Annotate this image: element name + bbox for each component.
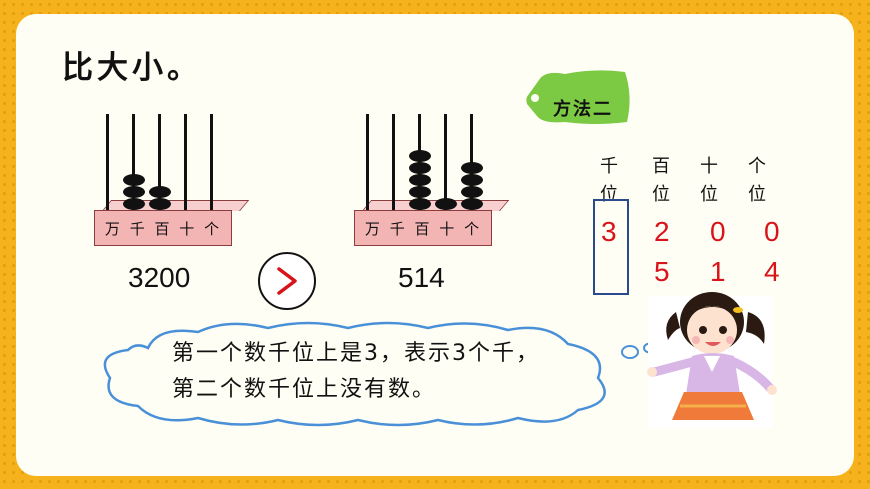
tag-hole <box>531 94 539 102</box>
page-title: 比大小。 <box>62 50 202 86</box>
abacus-label: 千 <box>389 220 405 238</box>
abacus-bead <box>408 198 431 210</box>
digit: 0 <box>710 216 726 247</box>
place-header-bottom: 位 <box>652 184 670 205</box>
method-tag-label: 方法二 <box>553 99 613 120</box>
abacus-base <box>354 210 492 246</box>
abacus-bead <box>122 174 145 186</box>
place-header-top: 百 <box>652 156 670 177</box>
greater-than-icon <box>277 267 297 295</box>
abacus-bead <box>408 162 431 174</box>
place-header-top: 千 <box>600 156 618 177</box>
abacus-label: 百 <box>154 220 170 238</box>
place-header-top: 十 <box>700 156 718 177</box>
thousands-highlight-box <box>593 199 629 295</box>
abacus-label: 万 <box>364 220 380 238</box>
abacus-label: 百 <box>414 220 430 238</box>
number-514: 514 <box>398 262 445 293</box>
abacus-bead <box>408 186 431 198</box>
abacus-bead <box>460 198 483 210</box>
speech-line-2: 第二个数千位上没有数。 <box>172 377 437 402</box>
abacus-place-labels: 万 千 百 十 个 <box>94 218 230 239</box>
place-header-bottom: 位 <box>700 184 718 205</box>
digit: 1 <box>710 256 726 287</box>
digit: 4 <box>764 256 780 287</box>
abacus-bead <box>408 174 431 186</box>
abacus-base <box>94 210 232 246</box>
abacus-rod <box>158 114 161 210</box>
abacus-rod <box>132 114 135 210</box>
abacus-bead <box>408 150 431 162</box>
speech-text: 第一个数千位上是3，表示3个千， 第二个数千位上没有数。 <box>172 336 540 408</box>
abacus-rod <box>184 114 187 210</box>
abacus-bead <box>460 186 483 198</box>
abacus-rod <box>366 114 369 210</box>
abacus-rod <box>392 114 395 210</box>
digit: 0 <box>764 216 780 247</box>
abacus-bead <box>122 198 145 210</box>
place-header-bottom: 位 <box>748 184 766 205</box>
digit: 5 <box>654 256 670 287</box>
abacus-bead <box>148 186 171 198</box>
abacus-label: 个 <box>204 220 220 238</box>
place-header-top: 个 <box>748 156 766 177</box>
abacus-3200: 万 千 百 十 个 <box>94 114 250 246</box>
abacus-label: 十 <box>439 220 455 238</box>
abacus-bead <box>122 186 145 198</box>
abacus-514: 万 千 百 十 个 <box>354 114 510 246</box>
abacus-rod <box>106 114 109 210</box>
abacus-label: 个 <box>464 220 480 238</box>
method-tag <box>526 70 630 124</box>
abacus-bead <box>460 174 483 186</box>
speech-line-1: 第一个数千位上是3，表示3个千， <box>172 341 540 366</box>
compare-circle <box>258 252 316 310</box>
abacus-label: 十 <box>179 220 195 238</box>
abacus-rod <box>444 114 447 210</box>
girl-illustration <box>647 292 777 428</box>
digit: 2 <box>654 216 670 247</box>
abacus-bead <box>434 198 457 210</box>
abacus-label: 千 <box>129 220 145 238</box>
abacus-bead <box>460 162 483 174</box>
thought-cloud <box>103 321 606 427</box>
number-3200: 3200 <box>128 262 191 293</box>
abacus-place-labels: 万 千 百 十 个 <box>354 218 490 239</box>
digit: 3 <box>601 216 617 247</box>
abacus-label: 万 <box>104 220 120 238</box>
abacus-bead <box>148 198 171 210</box>
abacus-rod <box>210 114 213 210</box>
